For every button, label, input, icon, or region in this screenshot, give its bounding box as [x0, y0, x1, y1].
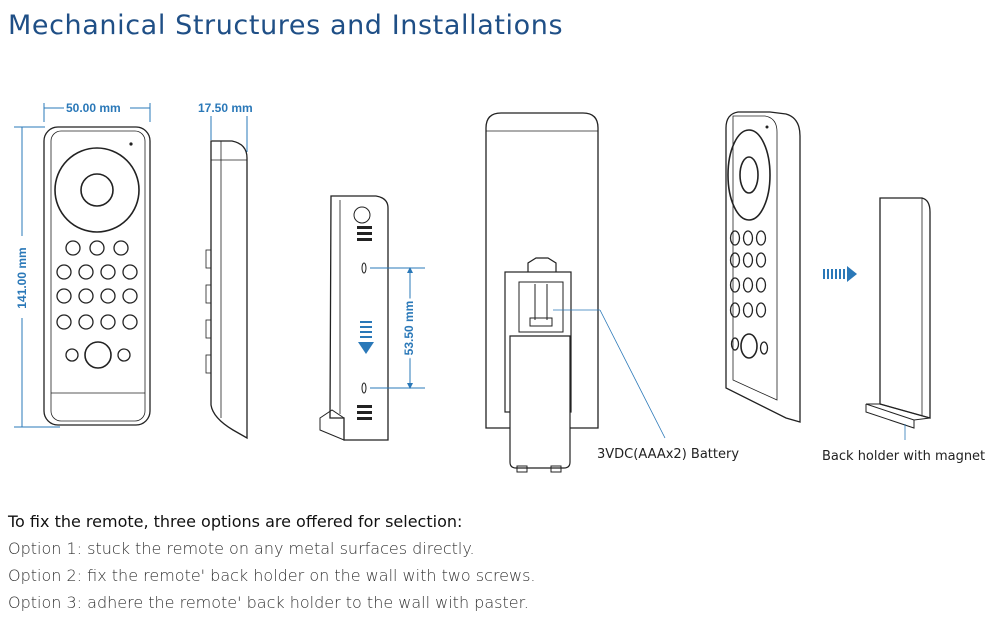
depth-dimension-label: 17.50 mm	[198, 101, 253, 115]
back-holder-magnet	[865, 197, 931, 440]
attach-arrow	[823, 266, 857, 282]
height-dimension-label: 141.00 mm	[15, 247, 29, 308]
option-2: Option 2: fix the remote' back holder on…	[8, 566, 536, 585]
option-3: Option 3: adhere the remote' back holder…	[8, 593, 529, 612]
front-view-remote	[14, 103, 151, 428]
option-1: Option 1: stuck the remote on any metal …	[8, 539, 475, 558]
holder-caption: Back holder with magnet	[822, 449, 985, 464]
svg-text:53.50 mm: 53.50 mm	[402, 301, 416, 356]
remote-perspective-view	[725, 111, 801, 423]
instructions-heading: To fix the remote, three options are off…	[8, 512, 463, 531]
page-title: Mechanical Structures and Installations	[8, 10, 564, 41]
battery-caption: 3VDC(AAAx2) Battery	[597, 447, 739, 462]
width-dimension-label: 50.00 mm	[66, 101, 121, 115]
side-view-remote	[205, 116, 248, 440]
remote-back-battery-view	[485, 112, 666, 473]
back-holder-plate	[319, 195, 425, 441]
mechanical-drawing: 50.00 mm 141.00 mm 17.50 mm	[14, 101, 985, 473]
screw-spacing-dimension-label: 53.50 mm	[402, 301, 416, 356]
installation-notes: To fix the remote, three options are off…	[8, 512, 968, 620]
